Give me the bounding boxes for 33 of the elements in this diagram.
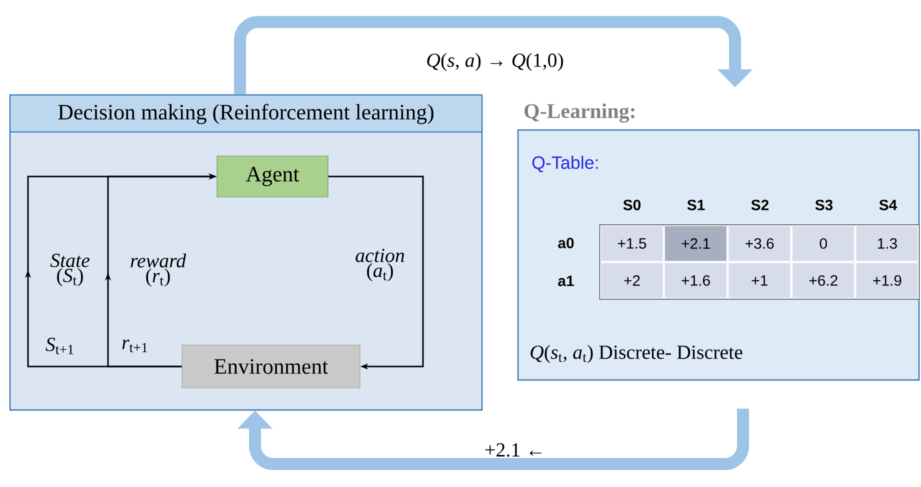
table-title: Q-Table: (532, 156, 598, 172)
table-cell: +1.9 (855, 262, 919, 299)
math-label: r$_{t+1}$ (122, 340, 148, 352)
edge-label: +2.1 ← (483, 442, 547, 458)
table-cell: +3.6 (728, 225, 792, 262)
arrow (328, 176, 424, 370)
math-label: S$_{t+1}$ (46, 338, 74, 354)
edge-label: action (a$_{t}$) (349, 248, 411, 282)
column-header: S1 (687, 200, 705, 210)
table-cell: +1.5 (600, 225, 664, 262)
arrow (237, 408, 749, 470)
edge-label: State (S$_{t}$) (41, 252, 99, 288)
row-header: a0 (558, 238, 574, 248)
agent-box: Agent (216, 156, 328, 198)
column-header: S2 (751, 200, 769, 210)
panel-heading: Q-Learning: (524, 103, 634, 123)
formula-caption: Q(s$_{t}$, a$_{t}$) Discrete- Discrete (530, 344, 742, 364)
table-cell: +2 (600, 262, 664, 299)
edge-label: reward (r$_{t}$) (122, 252, 194, 288)
edge-label: Q(s, a) → Q(1,0) (425, 52, 565, 72)
table-cell: 1.3 (855, 225, 919, 262)
table-cell: +1.6 (664, 262, 728, 299)
table-cell: 0 (792, 225, 856, 262)
table-cell: +6.2 (792, 262, 856, 299)
arrow (234, 16, 753, 94)
table-cell: +2.1 (664, 225, 728, 262)
column-header: S4 (879, 200, 898, 210)
environment-box: Environment (182, 344, 360, 388)
title-bar: Decision making (Reinforcement learning) (10, 94, 482, 132)
column-header: S3 (815, 200, 833, 210)
row-header: a1 (558, 276, 574, 286)
column-header: S0 (623, 200, 641, 210)
table-cell: +1 (728, 262, 792, 299)
